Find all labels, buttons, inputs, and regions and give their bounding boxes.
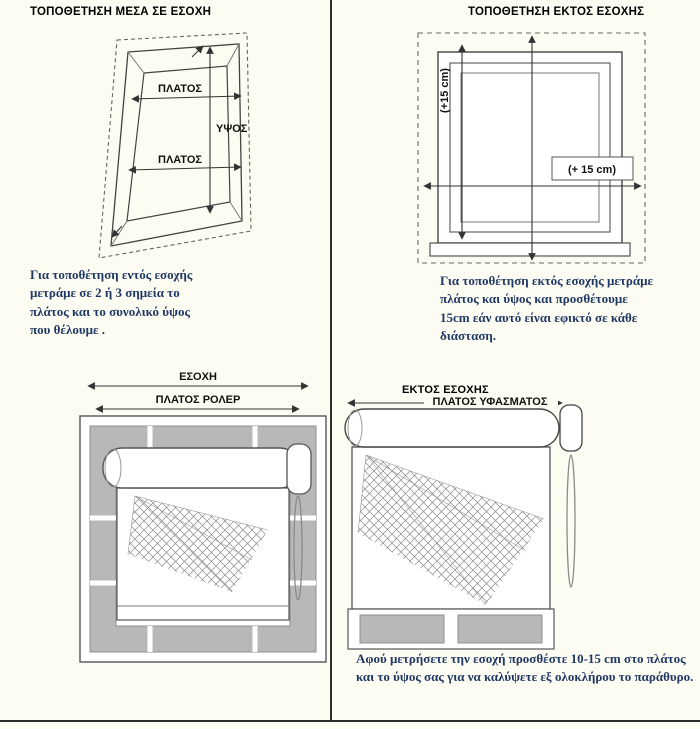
caption-bottom: Αφού μετρήσετε την εσοχή προσθέστε 10-15… [356, 651, 694, 685]
recess-label: ΕΣΟΧΗ [179, 371, 217, 383]
pull-chain [566, 454, 576, 588]
window-frame [429, 51, 631, 257]
window-frame-perspective [98, 32, 252, 259]
window-outside-recess-diagram: (+15 cm) (+ 15 cm) [417, 32, 646, 264]
dashed-outline [417, 32, 646, 264]
fabric-mesh-pattern [358, 455, 544, 605]
label-backdrop [424, 393, 558, 407]
roller-tube [344, 408, 560, 448]
height-label: ΥΨΟΣ [216, 123, 248, 135]
window-recess-perspective-diagram: ΠΛΑΤΟΣ ΥΨΟΣ ΠΛΑΤΟΣ [98, 32, 252, 259]
horizontal-divider [0, 720, 700, 722]
roller-width-label: ΠΛΑΤΟΣ ΡΟΛΕΡ [156, 394, 241, 406]
title-outside-recess-bottom: ΕΚΤΟΣ ΕΣΟΧΗΣ [402, 384, 489, 396]
title-outside-recess: ΤΟΠΟΘΕΤΗΣΗ ΕΚΤΟΣ ΕΣΟΧΗΣ [468, 6, 645, 18]
roller-inside-recess-diagram: ΕΣΟΧΗ ΠΛΑΤΟΣ ΡΟΛΕΡ [79, 371, 327, 663]
title-inside-recess: ΤΟΠΟΘΕΤΗΣΗ ΜΕΣΑ ΣΕ ΕΣΟΧΗ [30, 6, 212, 18]
width-label-top: ΠΛΑΤΟΣ [158, 83, 202, 95]
blind-fabric [351, 446, 551, 610]
window-bottom [347, 608, 555, 650]
width-add-label-box [551, 156, 634, 181]
width-add-label: (+ 15 cm) [568, 164, 616, 176]
height-add-label: (+15 cm) [439, 68, 451, 113]
width-label-bottom: ΠΛΑΤΟΣ [158, 154, 202, 166]
vertical-divider [330, 0, 332, 721]
blind-fabric [116, 487, 290, 621]
control-bracket [559, 404, 583, 452]
measurement-arrows [423, 35, 642, 261]
measurement-arrows [111, 45, 242, 238]
caption-inside-recess: Για τοποθέτηση εντός εσοχής μετράμε σε 2… [30, 267, 193, 338]
roller-outside-recess-diagram: ΠΛΑΤΟΣ ΥΦΑΣΜΑΤΟΣ [344, 393, 583, 650]
pull-chain [293, 495, 303, 601]
fabric-mesh-pattern [128, 496, 268, 592]
control-bracket [286, 443, 312, 495]
roller-tube [102, 447, 300, 489]
caption-outside-recess: Για τοποθέτηση εκτός εσοχής μετράμε πλάτ… [440, 273, 654, 344]
fabric-width-label: ΠΛΑΤΟΣ ΥΦΑΣΜΑΤΟΣ [433, 396, 548, 408]
